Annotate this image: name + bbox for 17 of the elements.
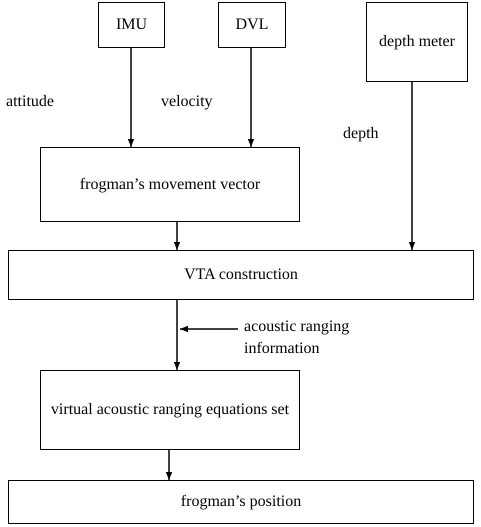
edge-label: velocity bbox=[161, 92, 213, 112]
arrow bbox=[128, 48, 134, 147]
arrow bbox=[408, 82, 416, 250]
arrow bbox=[166, 450, 172, 480]
annotation-text: acoustic ranging information bbox=[244, 315, 404, 361]
process-box: DVL bbox=[218, 2, 286, 48]
process-box: frogman’s position bbox=[8, 480, 474, 524]
edge-label: depth bbox=[343, 124, 379, 144]
arrow bbox=[180, 326, 238, 332]
process-box: IMU bbox=[98, 2, 165, 48]
arrow bbox=[248, 48, 254, 147]
process-box: virtual acoustic ranging equations set bbox=[40, 370, 300, 450]
process-box: depth meter bbox=[366, 2, 468, 82]
arrow bbox=[174, 222, 180, 250]
arrow bbox=[174, 300, 180, 370]
process-box: frogman’s movement vector bbox=[40, 147, 300, 222]
process-box: VTA construction bbox=[8, 250, 474, 300]
